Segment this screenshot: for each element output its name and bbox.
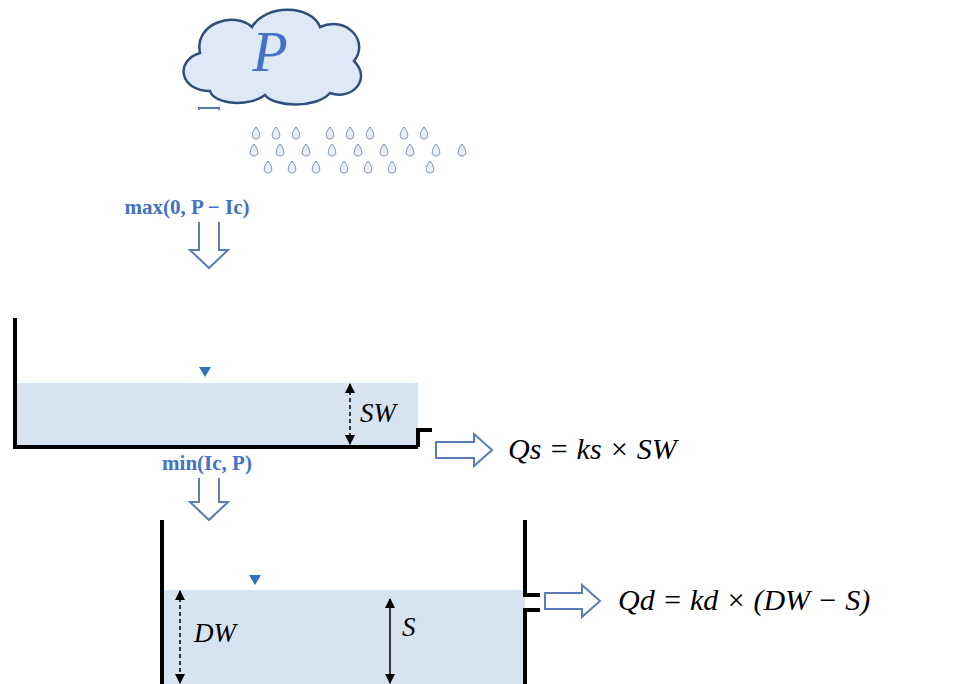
raindrop [312,161,320,173]
surface-tank-wall [15,318,432,447]
node-shape [158,520,540,684]
raindrop [328,144,336,156]
water-level-marker [249,575,261,585]
flux-expression: max(0, P − Ic) [120,193,253,222]
raindrop [264,161,272,173]
raindrop [276,144,284,156]
threshold-symbol: S [402,614,416,641]
raindrop [250,144,258,156]
raindrop [272,127,280,139]
deep-tank: DW S [158,520,540,684]
raindrop [366,127,374,139]
dw-dimension [179,591,181,683]
raindrop [388,161,396,173]
deep-water [164,590,525,684]
raindrop [458,144,466,156]
raindrop [432,144,440,156]
sw-dimension [349,384,351,444]
deep-outflow-arrow [545,585,600,617]
raindrop [406,144,414,156]
raindrop [400,127,408,139]
surface-tank: SW [12,268,437,450]
raindrop [288,161,296,173]
raindrop [252,127,260,139]
rain-cloud: P [170,3,370,108]
surface-outflow-arrow [436,434,492,466]
raindrop [426,161,434,173]
raindrop [346,127,354,139]
storage-symbol: SW [360,400,396,427]
storage-symbol: DW [194,620,236,647]
raindrops [250,127,466,173]
raindrop [340,161,348,173]
flow-equation: Qd = kd × (DW − S) [618,583,870,616]
raindrop [302,144,310,156]
raindrop [380,144,388,156]
raindrop [354,144,362,156]
surface-water [17,383,418,445]
raindrop [420,127,428,139]
raindrop [292,127,300,139]
raindrop [326,127,334,139]
deep-tank-wall [162,520,540,684]
rain-ground [180,110,480,194]
water-level-marker [199,367,211,377]
precipitation-symbol: P [170,23,370,81]
s-dimension [389,599,391,683]
raindrop [364,161,372,173]
flux-expression: min(Ic, P) [158,449,256,478]
flow-equation: Qs = ks × SW [508,432,677,465]
